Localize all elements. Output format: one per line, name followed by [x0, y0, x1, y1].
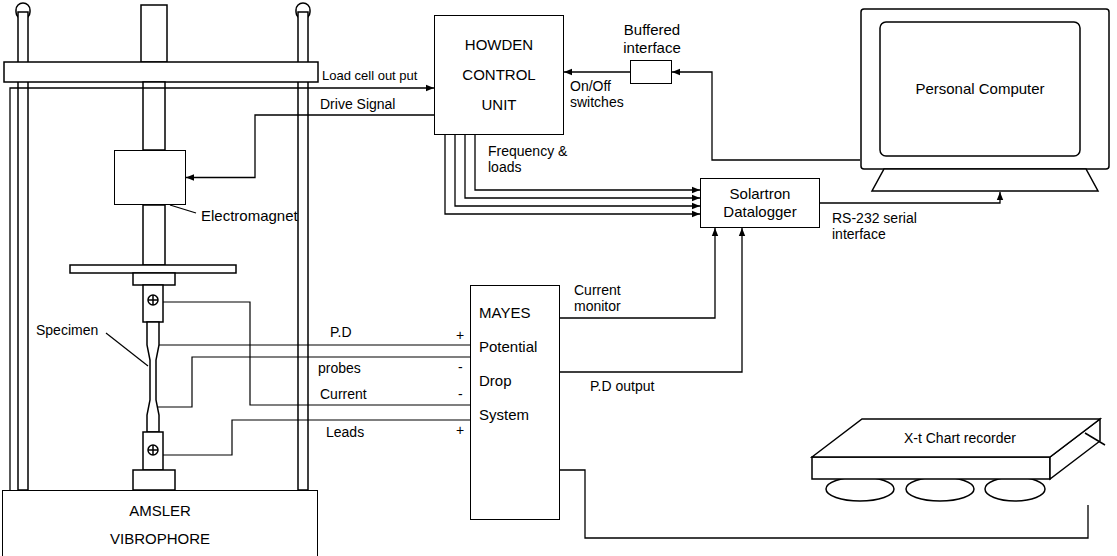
interface-box: Buffered interface	[630, 60, 672, 84]
polarity-sign: +	[456, 327, 464, 343]
signal-connector	[564, 71, 630, 72]
paper-roller	[826, 477, 894, 501]
box-label: Personal Computer	[915, 80, 1044, 98]
top-block	[141, 5, 167, 62]
wire-label: Current	[320, 386, 367, 402]
signal-label: RS-232 serial interface	[832, 210, 942, 242]
paper-roller	[906, 477, 974, 501]
wire-label: Leads	[326, 424, 364, 440]
monitor-case	[861, 9, 1109, 169]
polarity-sign: -	[458, 386, 463, 402]
wires	[106, 205, 470, 455]
grip-pin-cross	[148, 445, 158, 455]
signal-connector	[560, 228, 742, 372]
signal-label: Frequency & loads	[488, 143, 568, 175]
recorder-front	[812, 457, 1050, 479]
test-frame	[4, 3, 318, 490]
signal-connector	[445, 135, 700, 214]
vibrophore-base: AMSLER VIBROPHORE	[2, 490, 318, 556]
frame-column	[18, 12, 28, 490]
box-label: Solartron Datalogger	[705, 185, 815, 221]
signal-connector	[10, 88, 434, 490]
frame-column	[298, 12, 308, 490]
signal-connector	[560, 228, 715, 318]
wire-label: probes	[318, 360, 361, 376]
text-holder: Electromagnet	[201, 207, 298, 225]
computer-monitor: Personal Computer	[860, 8, 1110, 192]
text-holder: Solartron Datalogger	[701, 179, 819, 227]
potential-drop-box: MAYES Potential Drop System	[470, 285, 560, 520]
outline-group	[812, 419, 1105, 501]
wire-label: P.D	[330, 324, 352, 340]
signal-label: P.D output	[590, 378, 654, 394]
text-holder: AMSLER VIBROPHORE	[3, 491, 317, 556]
current-lead-wire	[163, 420, 470, 455]
pd-probe-wire	[157, 357, 470, 407]
paper-roller	[985, 477, 1045, 501]
lower-grip	[143, 432, 163, 470]
part-label: Specimen	[36, 322, 98, 338]
text-holder: HOWDEN CONTROL UNIT	[435, 16, 563, 134]
specimen-shape	[147, 322, 159, 432]
polarity-sign: +	[456, 422, 464, 438]
recorder-top	[812, 419, 1100, 457]
current-lead-wire	[163, 302, 470, 405]
signal-label: On/Off switches	[570, 78, 628, 110]
leader-line	[170, 205, 196, 213]
box-label: HOWDEN CONTROL UNIT	[449, 30, 549, 120]
grip-block	[133, 273, 175, 285]
monitor-outline	[860, 8, 1110, 192]
load-rod	[143, 82, 165, 150]
plate	[70, 265, 236, 273]
monitor-screen	[880, 22, 1080, 156]
box-label: X-t Chart recorder	[904, 429, 1016, 447]
grip-pin	[148, 445, 158, 455]
outline-group	[861, 9, 1109, 191]
leader-line	[106, 333, 148, 366]
upper-grip	[143, 285, 163, 322]
signal-label: Drive Signal	[320, 96, 395, 112]
text-holder: X-t Chart recorder	[880, 427, 1040, 449]
polarity-sign: -	[458, 359, 463, 375]
chart-recorder: X-t Chart recorder	[800, 405, 1110, 505]
signal-connector	[672, 72, 860, 160]
recorder-pen	[1085, 433, 1105, 445]
drive-rod	[143, 205, 165, 265]
bundle-wire	[455, 135, 700, 206]
grip-pin-cross	[148, 295, 158, 305]
text-holder: Buffered interface	[612, 21, 692, 57]
signal-label: Current monitor	[574, 282, 644, 314]
monitor-base	[872, 169, 1098, 191]
bundle-wire	[465, 135, 700, 198]
part-label: Electromagnet	[201, 207, 298, 225]
signal-label: Load cell out put	[322, 68, 417, 84]
signal-connector	[820, 192, 1000, 203]
datalogger-box: Solartron Datalogger	[700, 178, 820, 228]
crosshead	[4, 62, 318, 82]
text-holder: Personal Computer	[880, 22, 1080, 156]
pd-probe-wire	[159, 344, 470, 345]
signal-connector	[560, 470, 1088, 538]
box-label: AMSLER VIBROPHORE	[95, 497, 225, 553]
grip-pin	[148, 295, 158, 305]
box-label: MAYES Potential Drop System	[479, 296, 555, 432]
bundle-wire	[475, 135, 700, 190]
chart-outline	[800, 405, 1110, 505]
signal-connector	[186, 115, 434, 178]
text-holder: MAYES Potential Drop System	[471, 286, 559, 519]
part-label: Buffered interface	[612, 21, 692, 57]
grip-block	[133, 470, 175, 490]
electromagnet-box: Electromagnet	[114, 150, 186, 205]
control-unit-box: HOWDEN CONTROL UNIT	[434, 15, 564, 135]
